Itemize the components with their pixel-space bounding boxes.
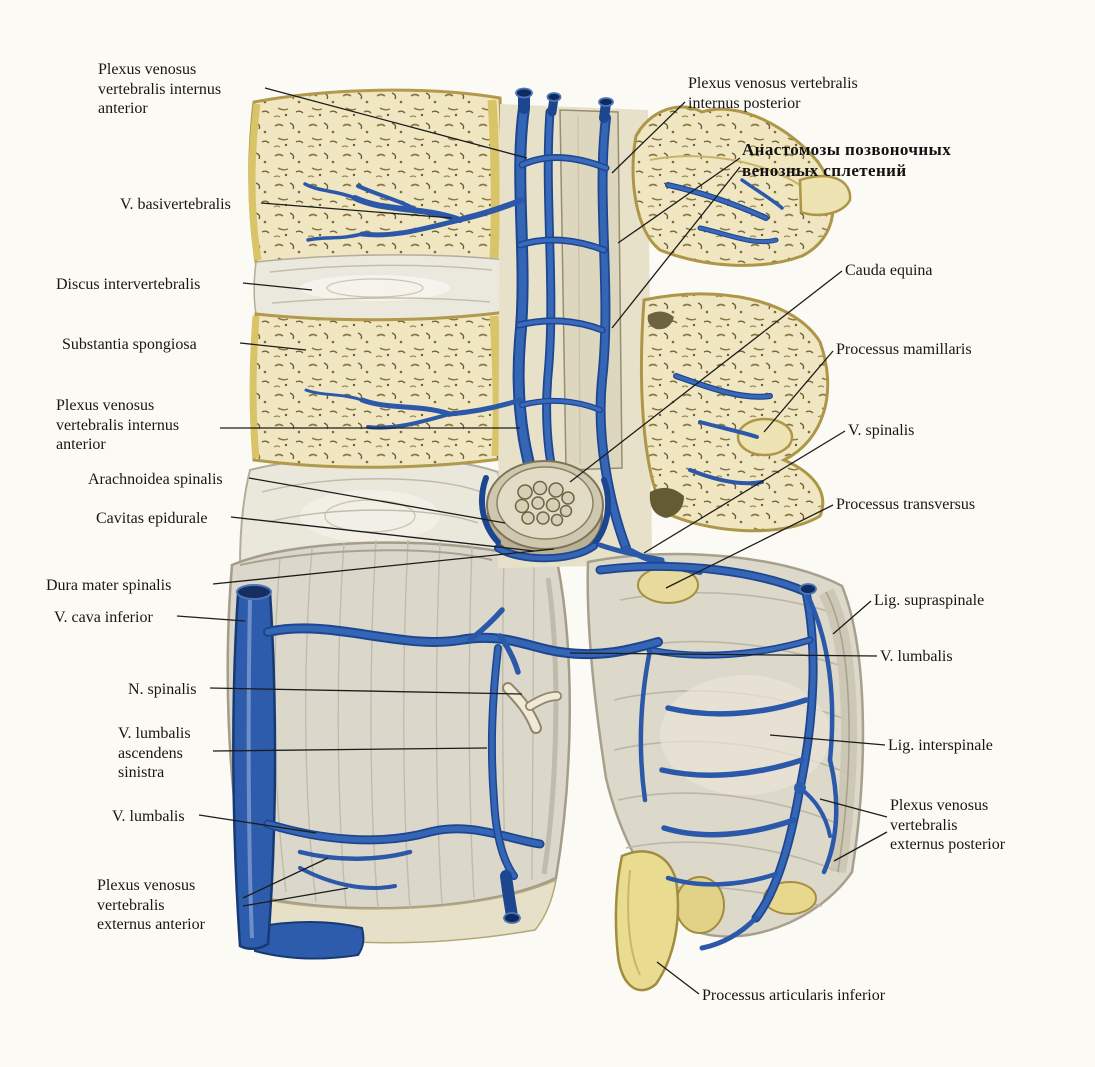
spinal-nerve xyxy=(502,682,562,734)
label-n-spinalis: N. spinalis xyxy=(128,681,197,698)
label-plexus-venosus-vertebralis-externus-posterior: Plexus venosus vertebralis externus post… xyxy=(890,797,1006,854)
label-cauda-equina: Cauda equina xyxy=(845,262,933,279)
leader-line xyxy=(819,798,888,818)
pedicle-shadow xyxy=(649,487,684,518)
leader-line xyxy=(763,350,834,433)
label-lig-interspinale: Lig. interspinale xyxy=(888,737,993,754)
spinal-cord-section xyxy=(479,460,612,563)
leader-line xyxy=(239,342,307,351)
vertebral-body-1 xyxy=(248,88,508,270)
leader-line xyxy=(264,87,528,159)
inferior-articular-process xyxy=(614,850,680,992)
leader-line xyxy=(198,814,317,834)
leader-line xyxy=(242,887,349,907)
leader-line xyxy=(176,615,246,622)
mamillary-process xyxy=(736,417,794,457)
basivertebral-veins xyxy=(303,182,463,430)
label-substantia-spongiosa: Substantia spongiosa xyxy=(62,336,197,353)
vertebral-arch-upper xyxy=(631,105,852,267)
cut-vein-band xyxy=(250,921,365,960)
leader-line xyxy=(248,477,506,524)
leader-line xyxy=(656,961,700,995)
leader-line xyxy=(242,282,313,291)
leader-line xyxy=(769,734,886,746)
leader-line xyxy=(212,747,488,752)
label-v-lumbalis-right: V. lumbalis xyxy=(880,648,953,665)
disc-1 xyxy=(253,254,509,321)
leader-line xyxy=(643,430,846,554)
external-posterior-plexus xyxy=(595,561,839,951)
leader-line xyxy=(209,687,523,695)
label-cavitas-epidurale: Cavitas epidurale xyxy=(96,510,208,527)
epidural-veins xyxy=(479,475,612,563)
label-plexus-venosus-vertebralis-internus-anterior-upper: Plexus venosus vertebralis internus ante… xyxy=(98,61,222,118)
label-plexus-venosus-vertebralis-externus-anterior: Plexus venosus vertebralis externus ante… xyxy=(97,877,205,934)
label-lig-supraspinale: Lig. supraspinale xyxy=(874,592,985,609)
leader-line xyxy=(611,166,741,329)
label-v-spinalis: V. spinalis xyxy=(848,422,915,439)
leader-line xyxy=(665,504,834,589)
leader-line xyxy=(833,831,888,862)
leader-line xyxy=(230,516,535,552)
arch-veins xyxy=(665,178,784,486)
leader-line xyxy=(569,270,843,483)
leader-line xyxy=(260,202,453,219)
label-arachnoidea-spinalis: Arachnoidea spinalis xyxy=(88,471,223,488)
leader-line xyxy=(611,101,686,174)
label-v-cava-inferior: V. cava inferior xyxy=(54,609,153,626)
cauda-equina-rootlets xyxy=(514,480,575,527)
label-processus-transversus: Processus transversus xyxy=(836,496,976,513)
label-v-lumbalis-ascendens-sinistra: V. lumbalis ascendens sinistra xyxy=(118,725,191,782)
label-processus-articularis-inferior: Processus articularis inferior xyxy=(702,987,886,1004)
label-discus-intervertebralis: Discus intervertebralis xyxy=(56,276,201,293)
label-anastomoses-ru: Анастомозы позвоночных венозных сплетени… xyxy=(742,140,952,180)
leader-line xyxy=(242,857,329,899)
label-processus-mamillaris: Processus mamillaris xyxy=(836,341,972,358)
vena-cava-inferior xyxy=(232,584,277,950)
label-plexus-venosus-vertebralis-internus-anterior-lower: Plexus venosus vertebralis internus ante… xyxy=(56,397,180,454)
leader-line xyxy=(832,600,872,635)
vertebral-arch-middle xyxy=(639,292,830,533)
label-plexus-venosus-vertebralis-internus-posterior: Plexus venosus vertebralis internus post… xyxy=(688,75,858,112)
leader-line xyxy=(212,548,555,585)
vertebral-body-2 xyxy=(249,310,510,469)
leader-line xyxy=(617,157,741,244)
label-v-basivertebralis: V. basivertebralis xyxy=(120,196,231,213)
label-dura-mater-spinalis: Dura mater spinalis xyxy=(46,577,172,594)
label-v-lumbalis-left: V. lumbalis xyxy=(112,808,185,825)
leader-lines xyxy=(176,87,888,995)
leader-line xyxy=(569,652,878,657)
